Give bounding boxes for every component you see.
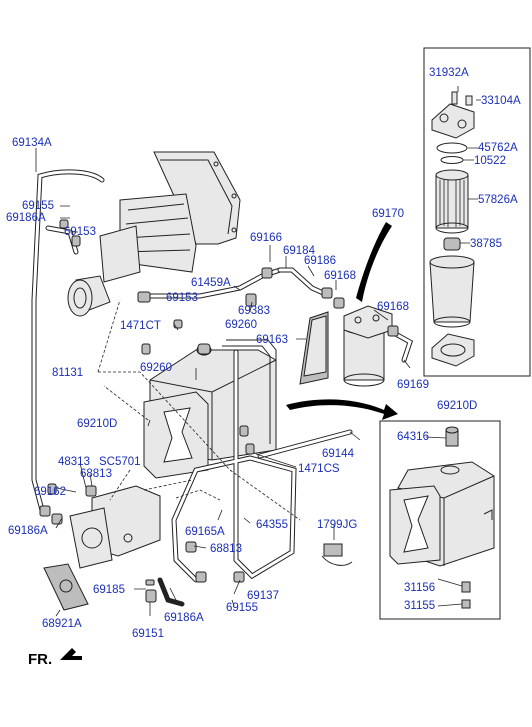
part-label-69210D-inset[interactable]: 69210D — [437, 400, 477, 412]
part-label-69186A-left[interactable]: 69186A — [8, 525, 48, 537]
part-label-69155-bot[interactable]: 69155 — [226, 602, 258, 614]
part-label-31156[interactable]: 31156 — [404, 582, 435, 594]
part-label-69186[interactable]: 69186 — [304, 255, 336, 267]
part-label-81131[interactable]: 81131 — [52, 367, 83, 379]
part-label-31155[interactable]: 31155 — [404, 600, 435, 612]
part-label-SC5701[interactable]: SC5701 — [99, 456, 141, 468]
inset-tank-part — [389, 426, 495, 609]
pto-housing-part — [67, 151, 241, 317]
hydraulic-pump-part — [43, 485, 161, 611]
part-label-69168-b[interactable]: 69168 — [377, 301, 409, 313]
part-label-69151[interactable]: 69151 — [132, 628, 164, 640]
tank-bracket-part — [299, 311, 329, 385]
part-label-69210D[interactable]: 69210D — [77, 418, 117, 430]
o-ring-45762A — [436, 142, 468, 154]
part-label-69153[interactable]: 69153 — [64, 226, 96, 238]
front-direction-label: FR. — [28, 651, 52, 668]
part-label-69163[interactable]: 69163 — [256, 334, 288, 346]
assembly-arrow-icon — [356, 222, 392, 302]
part-label-38785[interactable]: 38785 — [470, 238, 502, 250]
filter-element-part — [435, 169, 469, 234]
filter-bowl-part — [429, 255, 475, 328]
part-label-69185[interactable]: 69185 — [93, 584, 125, 596]
part-label-69134A[interactable]: 69134A — [12, 137, 52, 149]
part-label-69383[interactable]: 69383 — [238, 305, 270, 317]
part-label-57826A[interactable]: 57826A — [478, 194, 518, 206]
part-label-68813[interactable]: 68813 — [80, 468, 112, 480]
inset-arrow-icon — [286, 399, 398, 420]
part-label-68921A[interactable]: 68921A — [42, 618, 82, 630]
part-label-69155[interactable]: 69155 — [22, 200, 54, 212]
part-label-31932A[interactable]: 31932A — [429, 67, 469, 79]
part-label-64316[interactable]: 64316 — [397, 431, 429, 443]
spring-part — [443, 237, 461, 251]
part-label-69186A[interactable]: 69186A — [6, 212, 46, 224]
part-label-69144[interactable]: 69144 — [322, 448, 355, 460]
part-label-61459A[interactable]: 61459A — [191, 277, 231, 289]
part-label-69260-b[interactable]: 69260 — [140, 362, 172, 374]
o-ring-10522 — [440, 156, 464, 164]
part-label-69260[interactable]: 69260 — [225, 319, 257, 331]
filter-gasket-part — [431, 333, 475, 367]
part-label-69165A[interactable]: 69165A — [185, 526, 225, 538]
filter-head-part — [431, 91, 475, 139]
part-label-69184[interactable]: 69184 — [283, 245, 316, 257]
part-label-48313[interactable]: 48313 — [58, 456, 90, 468]
part-label-1471CT[interactable]: 1471CT — [120, 320, 161, 332]
part-label-45762A[interactable]: 45762A — [478, 142, 518, 154]
part-label-1799JG[interactable]: 1799JG — [317, 519, 357, 531]
part-label-1471CS[interactable]: 1471CS — [298, 463, 340, 475]
tank-inset-frame — [379, 420, 501, 620]
part-label-69168[interactable]: 69168 — [324, 270, 356, 282]
filter-inset-frame — [423, 47, 531, 377]
part-label-68813-b[interactable]: 68813 — [210, 543, 242, 555]
hose-69186A — [157, 577, 185, 607]
part-label-69137[interactable]: 69137 — [247, 590, 279, 602]
part-label-69186A-bot[interactable]: 69186A — [164, 612, 204, 624]
part-label-69166[interactable]: 69166 — [250, 232, 282, 244]
part-label-64355[interactable]: 64355 — [256, 519, 288, 531]
part-label-10522[interactable]: 10522 — [474, 155, 506, 167]
part-label-69153-mid[interactable]: 69153 — [166, 292, 198, 304]
part-label-33104A[interactable]: 33104A — [481, 95, 521, 107]
part-label-69170[interactable]: 69170 — [372, 208, 404, 220]
part-label-69169[interactable]: 69169 — [397, 379, 429, 391]
part-label-69162[interactable]: 69162 — [34, 486, 66, 498]
front-direction-arrow-icon — [60, 648, 82, 660]
